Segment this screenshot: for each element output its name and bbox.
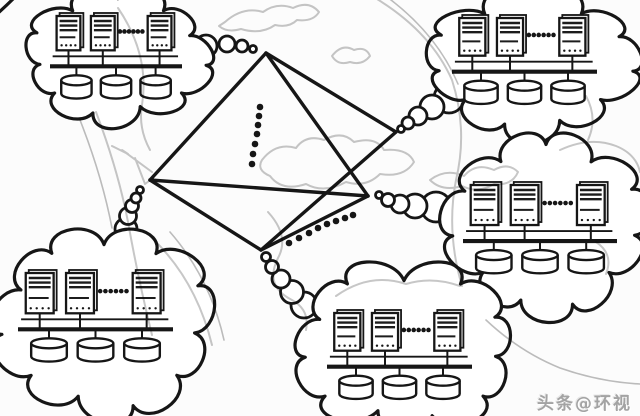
link-dot — [285, 239, 293, 247]
server-icon — [333, 309, 365, 352]
ellipsis-dots — [526, 32, 556, 38]
server-icon — [146, 12, 176, 52]
link-dot — [332, 217, 340, 225]
cloud-cluster-right-middle — [438, 131, 640, 325]
database-icon — [139, 74, 172, 100]
database-icon — [29, 337, 69, 363]
link-dot — [251, 140, 259, 148]
database-icon — [474, 248, 513, 275]
cloud-outline — [0, 227, 217, 416]
thought-bubble — [129, 191, 143, 205]
server-icon — [64, 269, 98, 315]
watermark: 头条@环视 — [537, 394, 632, 414]
link-dot — [305, 229, 313, 237]
thought-bubble — [135, 185, 145, 195]
database-icon — [506, 79, 543, 106]
database-icon — [381, 374, 418, 401]
thought-bubble — [217, 34, 237, 54]
thought-bubble — [248, 44, 258, 54]
ellipsis-dots — [542, 200, 574, 206]
link-dot — [254, 121, 262, 129]
server-icon — [55, 12, 85, 52]
corner-cloud-stroke — [0, 0, 15, 14]
database-icon — [122, 337, 162, 363]
mesh-edge — [264, 51, 370, 198]
mesh-edge — [148, 51, 268, 182]
thought-bubble — [260, 251, 272, 263]
database-icon — [550, 79, 586, 106]
dotted-link — [285, 211, 357, 247]
cloud-cluster-top-left — [24, 0, 216, 131]
server-icon — [509, 181, 543, 227]
server-icon — [89, 12, 119, 52]
dotted-links — [248, 103, 357, 247]
thought-bubble — [374, 190, 384, 200]
cloud-cluster-bottom-center — [293, 260, 512, 416]
ellipsis-dots — [97, 288, 129, 294]
database-icon — [567, 248, 606, 275]
mesh-edge — [264, 51, 398, 134]
mesh-edge — [259, 194, 370, 252]
link-dot — [323, 220, 331, 228]
link-dot — [253, 130, 261, 138]
thought-bubble — [380, 192, 396, 208]
server-icon — [575, 181, 609, 227]
server-icon — [558, 14, 590, 57]
mesh-edge — [148, 178, 263, 252]
link-dot — [341, 214, 349, 222]
link-dot — [295, 234, 303, 242]
server-icon — [433, 309, 465, 352]
thought-bubble — [400, 115, 416, 131]
server-icon — [370, 309, 402, 352]
mesh-edge — [259, 130, 398, 252]
database-icon — [521, 248, 559, 275]
cloud-cluster-top-right — [424, 0, 640, 146]
database-icon — [338, 374, 374, 401]
thought-bubble — [396, 124, 406, 134]
link-dot — [256, 103, 264, 111]
database-icon — [463, 79, 499, 106]
database-icon — [60, 74, 93, 100]
link-dot — [349, 211, 357, 219]
server-icon — [131, 269, 165, 315]
backbone-mesh — [0, 0, 398, 252]
database-icon — [425, 374, 461, 401]
cloud-cluster-bottom-left — [0, 227, 217, 416]
thought-bubble-trail — [260, 251, 319, 320]
world-map-background — [79, 0, 640, 385]
server-icon — [24, 269, 58, 315]
database-icon — [76, 337, 115, 363]
link-dot — [249, 150, 257, 158]
server-icon — [495, 14, 527, 57]
thought-bubble — [234, 38, 250, 54]
ellipsis-dots — [117, 29, 145, 34]
dotted-link — [248, 103, 264, 168]
server-icon — [458, 14, 490, 57]
ellipsis-dots — [401, 327, 431, 333]
mesh-edge — [148, 178, 370, 198]
thought-bubble — [270, 268, 292, 290]
link-dot — [314, 224, 322, 232]
link-dot — [248, 160, 256, 168]
link-dot — [255, 112, 263, 120]
database-icon — [99, 74, 133, 100]
